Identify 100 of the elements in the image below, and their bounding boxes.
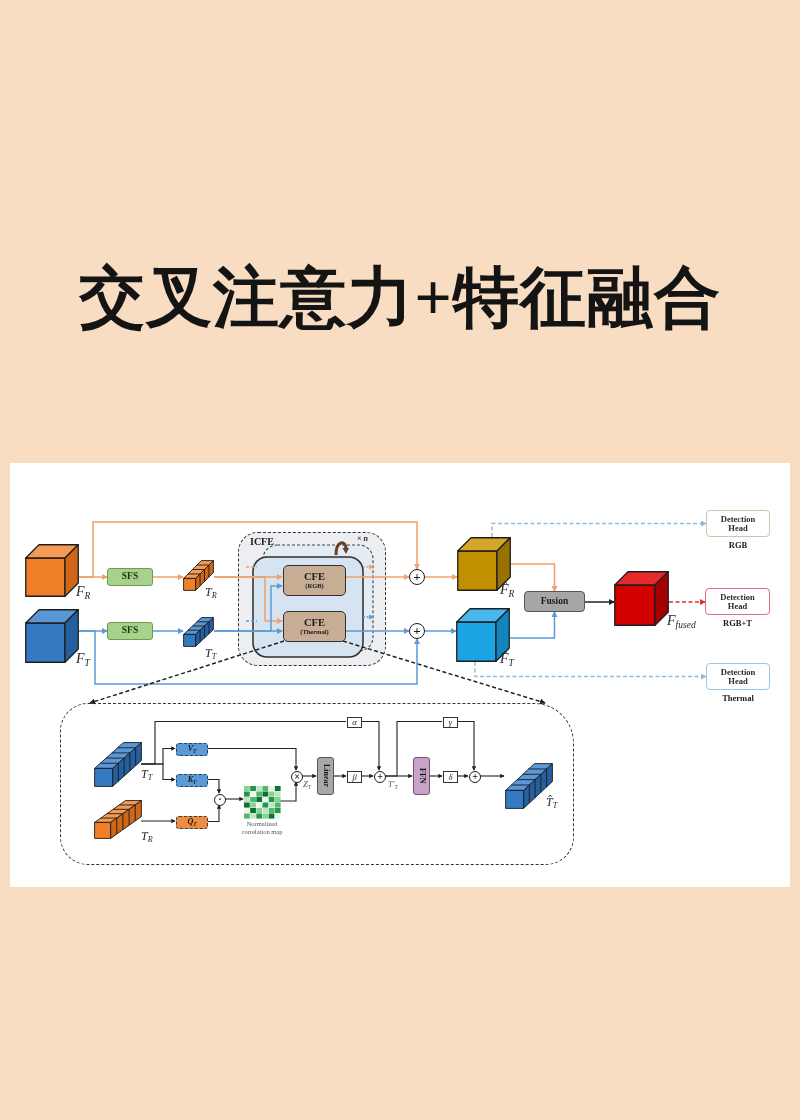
arrow	[224, 796, 244, 802]
dashed-detail-frame	[60, 703, 574, 865]
operator-symbol: +	[413, 624, 421, 638]
math-label: K$_{T}$	[187, 776, 197, 785]
arrow	[152, 628, 184, 634]
module-box	[107, 622, 153, 640]
arrow	[360, 720, 382, 771]
group-label: ICFE	[250, 536, 274, 547]
connector-line	[384, 720, 443, 777]
token-stack	[94, 742, 142, 787]
arrow	[78, 630, 420, 685]
arrow	[510, 563, 558, 592]
token-stack	[94, 800, 142, 839]
layer-box	[317, 757, 334, 795]
operator-symbol: ·	[218, 794, 222, 806]
arrow	[152, 574, 184, 580]
arrow	[206, 804, 222, 823]
module-label: CFE	[304, 571, 325, 583]
math-label: T$_{T}$	[141, 768, 153, 781]
correlation-heatmap	[244, 786, 281, 819]
math-label: V$_{T}$	[187, 745, 197, 754]
projection-box	[176, 816, 208, 829]
dashed-arrow	[89, 640, 285, 705]
output-caption: Thermal	[721, 693, 755, 703]
edge-label: T′$_{T}$	[388, 780, 398, 789]
math-label: β	[352, 772, 357, 782]
module-box	[283, 565, 346, 596]
module-label: SFS	[121, 626, 139, 636]
math-label: T̂$_{T}$	[546, 796, 558, 809]
math-label: F̂$_{R}$	[500, 582, 515, 597]
math-label: T$_{R}$	[205, 586, 217, 599]
arrow	[509, 611, 558, 639]
module-label: SFS	[121, 572, 139, 582]
arrow	[428, 773, 443, 779]
math-label: F̂$_{T}$	[500, 651, 514, 666]
repeat-label: × n	[357, 534, 368, 543]
dashed-arrow	[668, 599, 706, 605]
dashed-arrow	[342, 640, 546, 705]
coefficient-box	[443, 771, 458, 783]
feature-cube	[456, 608, 510, 662]
layer-box	[413, 757, 430, 795]
arrow	[279, 781, 299, 802]
arrow	[584, 599, 615, 605]
arrow	[140, 818, 176, 824]
output-box	[706, 663, 770, 690]
arrow	[424, 574, 458, 580]
projection-box	[176, 774, 208, 787]
module-box	[107, 568, 153, 586]
feature-cube	[614, 571, 669, 626]
output-box	[705, 588, 770, 615]
projection-box	[176, 743, 208, 756]
arrow	[213, 583, 283, 632]
arrow	[344, 628, 410, 634]
output-label: Detection Head	[719, 592, 756, 611]
math-label: F$_{R}$	[76, 584, 91, 599]
dashed-group-frame	[238, 532, 386, 666]
module-box	[283, 611, 346, 642]
operator-symbol: +	[472, 771, 478, 783]
math-label: δ	[448, 772, 453, 782]
token-stack	[183, 617, 214, 647]
module-label: Fusion	[540, 596, 569, 607]
math-label: γ	[448, 718, 453, 727]
arrow	[301, 773, 317, 779]
output-label: Detection Head	[719, 667, 757, 686]
arrow	[456, 773, 469, 779]
layer-label: Linear	[321, 764, 330, 788]
arrow	[213, 576, 283, 624]
connector-line	[140, 720, 347, 765]
page-title: 交叉注意力+特征融合	[78, 260, 722, 336]
arrow	[78, 521, 420, 578]
arrow	[456, 720, 477, 771]
arrow	[206, 747, 299, 771]
operator-symbol: ×	[294, 771, 300, 783]
coefficient-box	[347, 771, 362, 783]
arrow	[206, 778, 222, 794]
operator-symbol: +	[377, 771, 383, 783]
arrow	[360, 773, 374, 779]
module-box	[524, 591, 585, 612]
arrow	[479, 773, 505, 779]
dashed-arrow	[474, 661, 707, 680]
layer-label: FFN	[417, 768, 426, 784]
math-label: α	[352, 718, 357, 727]
math-label: T$_{R}$	[141, 830, 153, 843]
math-label: T$_{T}$	[205, 647, 217, 660]
operator-symbol: +	[413, 570, 421, 584]
edge-label: Z$_{T}$	[303, 780, 311, 789]
coefficient-box	[443, 717, 458, 728]
arrow	[344, 574, 410, 580]
math-label: F$_{fused}$	[667, 613, 696, 628]
coefficient-box	[347, 717, 362, 728]
dashed-arrow	[491, 520, 707, 538]
output-label: Detection Head	[719, 514, 757, 533]
output-caption: RGB	[727, 540, 749, 550]
operator-circle	[214, 794, 226, 806]
token-stack	[505, 763, 553, 809]
module-label: CFE	[304, 617, 325, 629]
math-label: Q$_{T}$	[187, 818, 197, 827]
math-label: F$_{T}$	[76, 651, 90, 666]
output-caption: RGB+T	[722, 618, 753, 628]
arrow	[332, 773, 347, 779]
